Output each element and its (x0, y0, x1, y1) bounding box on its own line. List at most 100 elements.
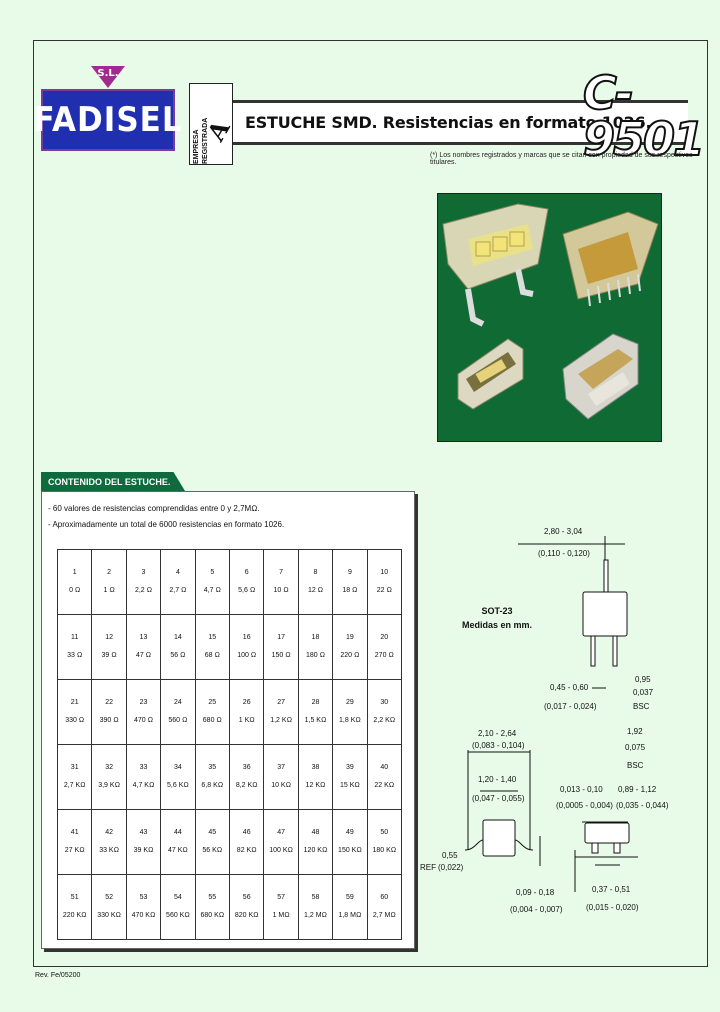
package-units: Medidas en mm. (462, 620, 533, 630)
dim-body-width-in: (0,047 - 0,055) (472, 794, 525, 803)
cell-number: 26 (242, 699, 251, 707)
cell-number: 39 (345, 764, 354, 772)
value-cell: 48 120 KΩ (298, 810, 334, 875)
cell-value: 47 Ω (135, 651, 152, 659)
cell-number: 50 (380, 829, 389, 837)
cell-value: 8,2 KΩ (235, 781, 258, 789)
cell-value: 1 KΩ (238, 716, 255, 724)
cell-value: 22 Ω (376, 586, 392, 594)
cell-value: 680 Ω (202, 716, 222, 724)
dim-lead-length-in: (0,015 - 0,020) (586, 903, 639, 912)
cell-number: 30 (380, 699, 389, 707)
cell-value: 150 KΩ (338, 846, 362, 854)
page-title: ESTUCHE SMD. Resistencias en formato 102… (245, 113, 652, 132)
cell-number: 46 (242, 829, 251, 837)
cell-value: 56 Ω (170, 651, 186, 659)
dim-bsc2: BSC (627, 761, 644, 770)
trademark-notice: (*) Los nombres registrados y marcas que… (430, 152, 693, 166)
cell-number: 20 (380, 634, 389, 642)
dim-ref: REF (420, 863, 436, 872)
cell-number: 16 (242, 634, 251, 642)
cell-value: 390 Ω (99, 716, 119, 724)
cell-value: 1,8 KΩ (339, 716, 361, 724)
dim-height-in: (0,035 - 0,044) (616, 801, 669, 810)
cell-number: 59 (345, 894, 354, 902)
cell-number: 12 (105, 634, 113, 642)
cell-value: 10 Ω (273, 586, 289, 594)
cell-value: 2,2 KΩ (373, 716, 396, 724)
cell-value: 470 KΩ (131, 911, 156, 919)
cell-number: 6 (244, 569, 249, 577)
cell-value: 47 KΩ (168, 846, 188, 854)
cell-value: 18 Ω (342, 586, 358, 594)
cell-value: 27 KΩ (64, 846, 85, 854)
cell-number: 32 (105, 764, 113, 772)
cell-number: 18 (311, 634, 320, 642)
cell-value: 33 Ω (67, 651, 83, 659)
cell-number: 49 (345, 829, 354, 837)
cell-value: 6,8 KΩ (201, 781, 224, 789)
value-cell: 53 470 KΩ (126, 875, 162, 940)
dim-height: 0,89 - 1,12 (618, 785, 657, 794)
cell-number: 36 (242, 764, 251, 772)
cell-number: 17 (277, 634, 285, 642)
cell-number: 60 (380, 894, 389, 902)
dim-top-width-in: (0,110 - 0,120) (538, 549, 590, 558)
cell-number: 54 (173, 894, 182, 902)
cell-number: 53 (139, 894, 148, 902)
cell-value: 1,2 KΩ (270, 716, 292, 724)
product-photo (437, 193, 662, 442)
dim-side-width: 2,10 - 2,64 (478, 729, 517, 738)
content-box: - 60 valores de resistencias comprendida… (41, 491, 415, 949)
cell-number: 48 (311, 829, 320, 837)
logo-sl-text: S.L. (97, 68, 119, 79)
cell-number: 2 (107, 569, 112, 577)
cell-value: 470 Ω (133, 716, 153, 724)
cell-number: 57 (277, 894, 285, 902)
cell-number: 14 (173, 634, 182, 642)
cell-value: 5,6 Ω (238, 586, 256, 594)
cell-value: 100 KΩ (269, 846, 293, 854)
cell-number: 43 (139, 829, 148, 837)
cell-value: 39 KΩ (133, 846, 154, 854)
page-frame (33, 40, 708, 967)
cell-value: 330 Ω (65, 716, 85, 724)
cell-value: 12 KΩ (305, 781, 326, 789)
cell-value: 82 KΩ (236, 846, 257, 854)
cell-value: 120 KΩ (303, 846, 328, 854)
dim-side-width-in: (0,083 - 0,104) (472, 741, 525, 750)
dim-top-width: 2,80 - 3,04 (544, 527, 583, 536)
cell-number: 28 (311, 699, 320, 707)
cell-number: 35 (208, 764, 217, 772)
value-cell: 6 5,6 Ω (230, 550, 265, 615)
cell-value: 68 Ω (204, 651, 220, 659)
cell-number: 31 (70, 764, 79, 772)
dim-foot-in: (0,004 - 0,007) (510, 905, 563, 914)
value-cell: 43 39 KΩ (126, 810, 162, 875)
cell-number: 34 (173, 764, 182, 772)
